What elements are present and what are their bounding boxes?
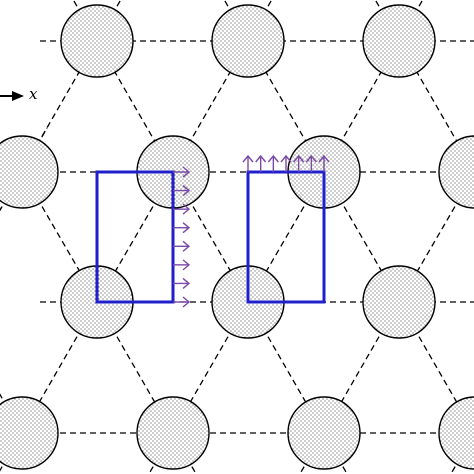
x-axis-label: x bbox=[29, 85, 38, 103]
particle-4-4 bbox=[438, 396, 474, 470]
right-cell-arrowhead bbox=[280, 154, 292, 163]
lattice-particles bbox=[0, 4, 474, 470]
left-cell-arrowhead bbox=[182, 222, 191, 234]
particle-1-2 bbox=[211, 4, 285, 78]
left-cell-arrowhead bbox=[182, 259, 191, 271]
right-cell-arrowhead bbox=[267, 154, 279, 163]
particle-3-3 bbox=[362, 265, 436, 339]
particle-1-1 bbox=[60, 4, 134, 78]
particle-4-1 bbox=[0, 396, 59, 470]
left-cell-box bbox=[95, 170, 175, 304]
right-cell-arrowhead bbox=[255, 154, 267, 163]
particle-1-3 bbox=[362, 4, 436, 78]
displacement-arrows bbox=[173, 154, 330, 308]
x-axis-arrow-icon bbox=[0, 91, 24, 101]
right-cell-arrowhead bbox=[242, 154, 254, 163]
right-cell-arrowhead bbox=[305, 154, 317, 163]
particle-4-3 bbox=[287, 396, 361, 470]
left-cell-arrowhead bbox=[182, 203, 191, 215]
left-cell-arrowhead bbox=[182, 277, 191, 289]
particle-2-4 bbox=[438, 135, 474, 209]
right-cell-arrowhead bbox=[293, 154, 305, 163]
left-cell-arrowhead bbox=[182, 296, 191, 308]
left-cell-arrowhead bbox=[182, 166, 191, 178]
right-cell-arrowhead bbox=[318, 154, 330, 163]
particle-2-1 bbox=[0, 135, 59, 209]
left-cell-arrowhead bbox=[182, 185, 191, 197]
particle-4-2 bbox=[136, 396, 210, 470]
left-cell-arrowhead bbox=[182, 240, 191, 252]
